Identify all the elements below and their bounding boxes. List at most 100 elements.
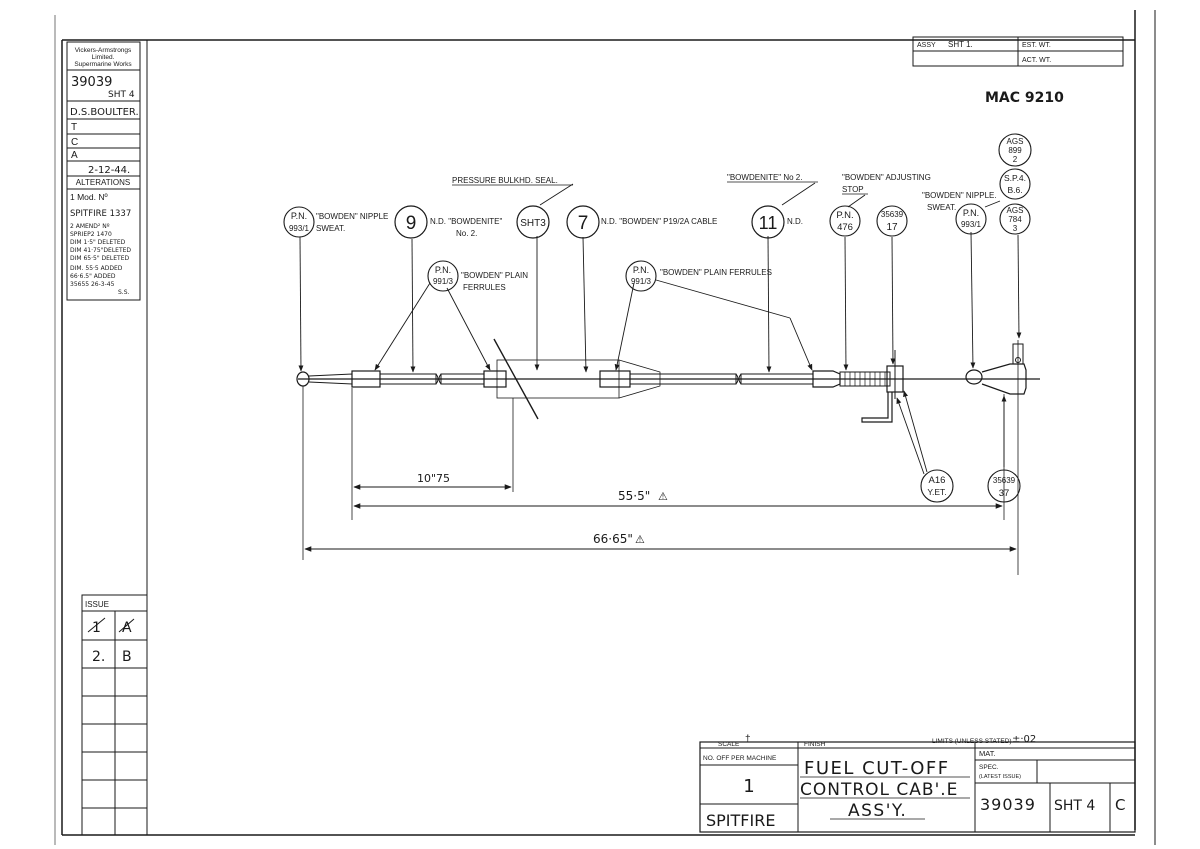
company-line-3: Supermarine Works xyxy=(74,61,132,68)
cable-assembly xyxy=(296,338,1040,575)
svg-text:476: 476 xyxy=(837,222,853,233)
alterations-label: ALTERATIONS xyxy=(76,178,130,187)
svg-text:993/1: 993/1 xyxy=(289,224,310,233)
svg-text:P.N.: P.N. xyxy=(836,210,853,221)
drawing-date: 2-12-44. xyxy=(88,165,130,176)
amend-line-3: DIM 1·5" DELETED xyxy=(70,239,126,246)
latest-issue: (LATEST ISSUE) xyxy=(979,774,1021,780)
limits-value: ±·02 xyxy=(1012,734,1036,745)
spitfire-mod: SPITFIRE 1337 xyxy=(70,209,131,219)
balloon-35639-37: 35639 37 xyxy=(987,469,1021,503)
svg-text:35639: 35639 xyxy=(881,210,904,219)
balloon-pn-993-1-left: P.N. 993/1 xyxy=(283,206,315,238)
callout-labels: PRESSURE BULKHD. SEAL. "BOWDENITE" No 2.… xyxy=(316,173,997,292)
balloons: P.N. 993/1 9 SHT3 7 11 P.N. 476 35639 17 xyxy=(283,133,1032,503)
balloon-35639-17: 35639 17 xyxy=(876,205,908,237)
svg-text:991/3: 991/3 xyxy=(433,277,454,286)
balloon-item-7: 7 xyxy=(566,205,600,239)
ferrule-2 xyxy=(483,370,507,388)
no-off-value: 1 xyxy=(743,776,754,797)
callout-nipple-left-2: SWEAT. xyxy=(316,224,345,233)
approved-label: A xyxy=(71,150,78,161)
callout-nipple-left-1: "BOWDEN" NIPPLE xyxy=(316,212,388,221)
title-line-3: ASS'Y. xyxy=(848,801,907,821)
sheet-number: SHT 4 xyxy=(1054,798,1095,814)
est-wt-label: EST. WT. xyxy=(1022,42,1051,49)
dimension-2-mark: ⚠ xyxy=(658,490,668,503)
callout-adjusting-stop-2: STOP xyxy=(842,185,864,194)
drawn-by: D.S.BOULTER. xyxy=(70,107,139,118)
issue-table: ISSUE 1 A 2. B xyxy=(81,594,148,836)
drawing-number: 39039 xyxy=(980,795,1036,814)
company-line-1: Vickers-Armstrongs xyxy=(75,47,132,54)
svg-text:AGS: AGS xyxy=(1007,206,1024,215)
balloon-item-9: 9 xyxy=(394,205,428,239)
balloon-pn-476: P.N. 476 xyxy=(829,205,861,237)
callout-nd-bowdenite-1: N.D. "BOWDENITE" xyxy=(430,217,503,226)
balloon-pn-993-1-right: P.N. 993/1 xyxy=(955,203,987,235)
callout-nd-bowdenite-2: No. 2. xyxy=(456,229,477,238)
fork-end xyxy=(981,363,1027,395)
bowdenite-sleeve xyxy=(379,373,437,385)
svg-text:899: 899 xyxy=(1008,146,1022,155)
balloon-ags-784: AGS 784 3 xyxy=(999,203,1031,235)
svg-text:991/3: 991/3 xyxy=(631,277,652,286)
amend-line-6: DIM. 55·5 ADDED xyxy=(70,265,123,272)
dimension-extensions xyxy=(302,386,1005,560)
svg-text:784: 784 xyxy=(1008,215,1022,224)
svg-text:SHT3: SHT3 xyxy=(520,218,546,229)
left-title-block: Vickers-Armstrongs Limited. Supermarine … xyxy=(66,41,141,301)
svg-text:993/1: 993/1 xyxy=(961,220,982,229)
callout-nd-bowden-cable: N.D. "BOWDEN" P19/2A CABLE xyxy=(601,217,717,226)
title-line-2: CONTROL CAB'.E xyxy=(800,780,958,800)
traced-label: T xyxy=(71,122,77,133)
amend-line-2: SPRIEP2 1470 xyxy=(70,231,112,238)
callout-pressure-seal: PRESSURE BULKHD. SEAL. xyxy=(452,176,558,185)
bulkhead-seal xyxy=(496,359,620,399)
dimension-2: 55·5" xyxy=(618,489,650,503)
checked-label: C xyxy=(71,137,78,148)
svg-text:17: 17 xyxy=(886,222,898,233)
svg-text:P.N.: P.N. xyxy=(291,211,307,221)
callout-nipple-right-1: "BOWDEN" NIPPLE. xyxy=(922,191,997,200)
balloon-sp4: S.P.4. B.6. xyxy=(999,168,1031,200)
svg-text:35639: 35639 xyxy=(993,476,1016,485)
issue-label: ISSUE xyxy=(85,600,109,609)
svg-text:3: 3 xyxy=(1013,224,1018,233)
limits-label: LIMITS (UNLESS STATED) xyxy=(932,738,1012,745)
title-line-1: FUEL CUT-OFF xyxy=(804,758,950,779)
leader-lines xyxy=(298,182,1022,475)
assy-sheet: SHT 1. xyxy=(948,40,973,49)
balloon-pn-991-3-a: P.N. 991/3 xyxy=(427,260,459,292)
sheet-border xyxy=(54,10,1156,845)
callout-plain-ferrules-2: "BOWDEN" PLAIN FERRULES xyxy=(660,268,772,277)
dimension-3: 66·65" xyxy=(593,532,633,546)
callout-nipple-right-2: SWEAT. xyxy=(927,203,956,212)
svg-text:P.N.: P.N. xyxy=(633,265,649,275)
amend-line-4: DIM 41·75"DELETED xyxy=(70,247,131,254)
bottom-title-block: SCALE † FINISH LIMITS (UNLESS STATED) ±·… xyxy=(699,734,1136,833)
assy-label: ASSY xyxy=(917,42,936,49)
svg-text:AGS: AGS xyxy=(1007,137,1024,146)
spec-label: SPEC. xyxy=(979,764,999,771)
svg-text:P.N.: P.N. xyxy=(963,208,979,218)
svg-text:P.N.: P.N. xyxy=(435,265,451,275)
issue-letter: C xyxy=(1115,796,1125,814)
finish-label: FINISH xyxy=(804,741,826,748)
balloon-a16: A16 Y.ET. xyxy=(920,469,954,503)
mounting-bracket xyxy=(861,392,893,423)
balloon-ags-899: AGS 899 2 xyxy=(998,133,1032,167)
dimension-3-mark: ⚠ xyxy=(635,533,645,546)
dimension-1: 10"75 xyxy=(417,472,450,485)
scale-label: SCALE xyxy=(718,741,740,748)
svg-text:37: 37 xyxy=(999,488,1010,499)
svg-text:11: 11 xyxy=(759,213,778,233)
amend-line-9: S.S. xyxy=(118,289,130,296)
callout-plain-ferrules-1: "BOWDEN" PLAIN xyxy=(461,271,528,280)
svg-text:9: 9 xyxy=(406,213,417,234)
company-line-2: Limited. xyxy=(92,54,115,61)
issue-2-number: 2. xyxy=(92,649,105,665)
svg-text:2: 2 xyxy=(1013,155,1018,164)
dimensions: 10"75 55·5" ⚠ 66·65" ⚠ xyxy=(304,472,1017,552)
